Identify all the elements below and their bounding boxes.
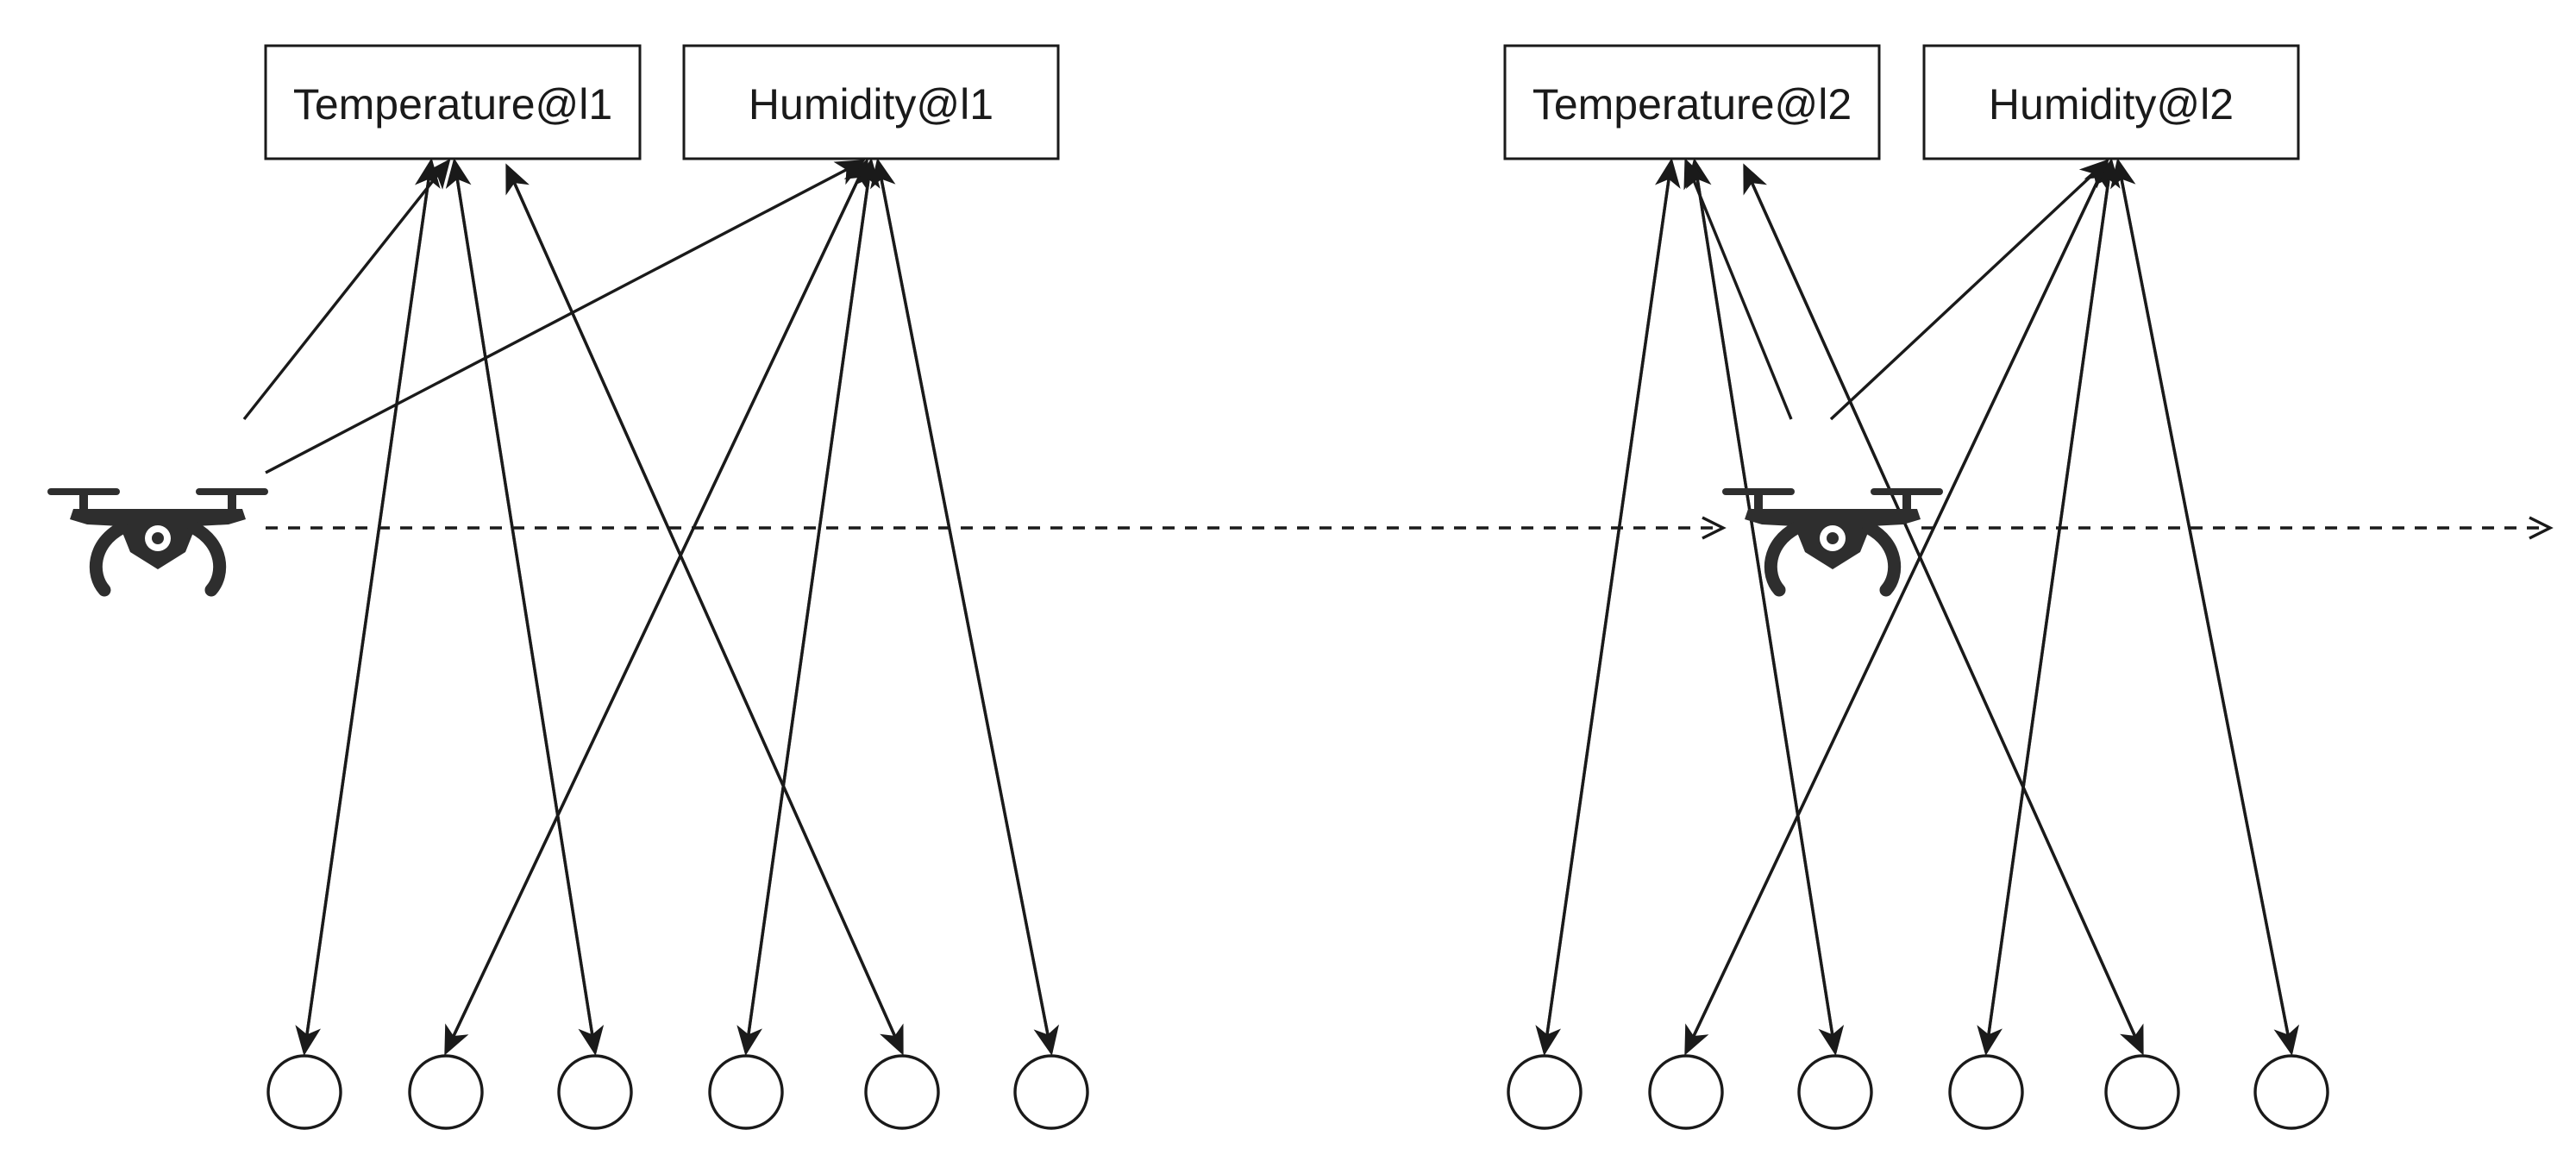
sensor-node [1648,1054,1724,1130]
topic-box-h2: Humidity@l2 [1922,44,2300,160]
sensor-node [266,1054,342,1130]
edge-drone-humidity [1829,159,2109,421]
sensor-node [408,1054,484,1130]
drone-icon [47,488,268,597]
sensor-node [1507,1054,1583,1130]
drone-shape [47,488,268,597]
topic-box-h1: Humidity@l1 [682,44,1060,160]
edge-drone-temp [1683,158,1793,420]
topic-box-t2: Temperature@l2 [1503,44,1881,160]
edge-temp-sensor-return [1743,163,2144,1053]
sensor-node [2253,1054,2329,1130]
edge-drone-humidity [265,160,866,474]
sensor-node [2104,1054,2180,1130]
sensor-node [864,1054,940,1130]
sensor-node [1797,1054,1873,1130]
edge-humidity-sensor-return [1684,158,2109,1053]
sensor-node [708,1054,784,1130]
drone-icon [1722,488,1943,597]
edge-humidity-sensor-return [744,158,881,1053]
topic-label: Temperature@l1 [293,80,612,129]
topic-label: Temperature@l2 [1532,80,1852,129]
edge-temp-sensor-return [505,163,904,1053]
topic-label: Humidity@l1 [749,80,993,129]
sensor-node [557,1054,633,1130]
edges [242,158,2299,1056]
edge-humidity-sensor-return [1984,158,2121,1053]
edge-humidity-sensor-return [870,158,1053,1053]
edge-humidity-sensor-return [2110,158,2293,1053]
edge-temp-sensor-return [445,158,597,1053]
drone-shape [1722,488,1943,597]
edge-humidity-sensor-return [444,158,868,1053]
sensor-node [1948,1054,2024,1130]
edge-temp-sensor-return [303,158,441,1053]
edge-drone-temp [242,158,451,421]
edge-temp-sensor-return [1543,158,1681,1053]
sensor-nodes [266,1054,2329,1130]
sensor-node [1013,1054,1089,1130]
topic-label: Humidity@l2 [1989,80,2234,129]
topic-box-t1: Temperature@l1 [264,44,642,160]
edge-temp-sensor-return [1685,158,1837,1053]
